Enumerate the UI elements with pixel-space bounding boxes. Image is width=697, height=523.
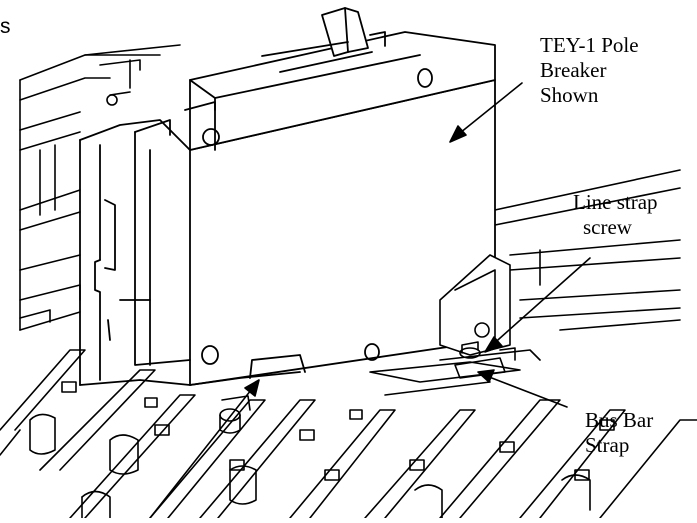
breaker-label: TEY-1 Pole Breaker Shown bbox=[540, 33, 639, 108]
breaker-label-line-1: TEY-1 Pole bbox=[540, 33, 639, 57]
bus-bar-strap-line-2: Strap bbox=[585, 433, 630, 457]
line-strap-screw-label: Line strap screw bbox=[573, 190, 658, 240]
line-strap-screw-line-1: Line strap bbox=[573, 190, 658, 214]
panel-tray bbox=[19, 44, 681, 331]
bus-bar-fins bbox=[0, 349, 697, 519]
center-screw bbox=[219, 395, 251, 434]
bus-bar-strap-label: Bus Bar Strap bbox=[585, 408, 653, 458]
callout-arrows bbox=[149, 82, 591, 519]
breaker-label-line-2: Breaker bbox=[540, 58, 607, 82]
line-strap-bracket bbox=[439, 254, 516, 361]
cropped-label-fragment: s bbox=[0, 15, 11, 38]
breaker-body bbox=[79, 7, 496, 386]
line-strap-screw-line-2: screw bbox=[583, 215, 632, 239]
bus-bar-strap-line-1: Bus Bar bbox=[585, 408, 654, 432]
breaker-label-line-3: Shown bbox=[540, 83, 599, 107]
